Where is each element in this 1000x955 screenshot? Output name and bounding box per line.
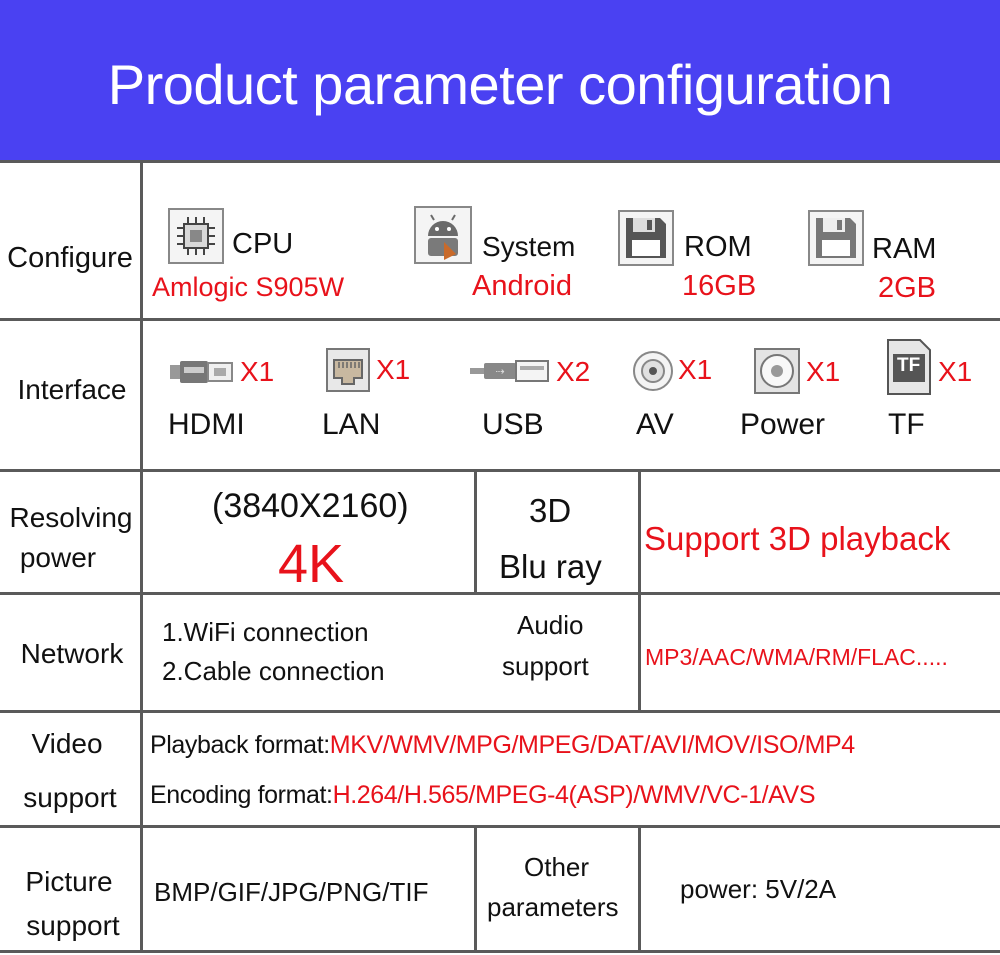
- table-border-bottom: [0, 950, 1000, 953]
- cpu-name: CPU: [232, 228, 294, 260]
- hdmi-port-icon: [170, 357, 236, 387]
- other-params-2: parameters: [487, 892, 619, 922]
- row-label-video-2: support: [23, 782, 117, 813]
- ram-name: RAM: [872, 233, 937, 265]
- playback-format-label: Playback format:: [150, 731, 330, 759]
- tf-label: TF: [888, 408, 925, 441]
- page-title: Product parameter configuration: [107, 53, 893, 116]
- row-divider: [0, 710, 1000, 713]
- usb-count: X2: [556, 356, 591, 387]
- table-border-top: [0, 160, 1000, 163]
- usb-port-icon: ⇢: [470, 358, 552, 384]
- lan-count: X1: [376, 354, 411, 385]
- usb-label: USB: [482, 408, 544, 441]
- cell-divider: [474, 469, 477, 592]
- power-port-icon: [754, 348, 800, 394]
- header-banner: Product parameter configuration: [0, 0, 1000, 160]
- lan-port-icon: [326, 348, 370, 392]
- other-params-1: Other: [524, 852, 590, 882]
- ram-value: 2GB: [878, 272, 937, 304]
- cell-divider: [638, 825, 641, 953]
- power-count: X1: [806, 356, 841, 387]
- audio-formats: MP3/AAC/WMA/RM/FLAC.....: [645, 644, 948, 670]
- power-label: Power: [740, 408, 826, 441]
- row-divider: [0, 592, 1000, 595]
- row-divider: [0, 825, 1000, 828]
- system-name: System: [482, 231, 576, 262]
- playback-format-value: MKV/WMV/MPG/MPEG/DAT/AVI/MOV/ISO/MP4: [329, 731, 855, 759]
- hdmi-count: X1: [240, 356, 275, 387]
- network-cable: 2.Cable connection: [162, 656, 385, 686]
- cell-divider: [638, 469, 641, 710]
- resolution-name: 4K: [278, 534, 345, 594]
- row-label-video-1: Video: [31, 728, 103, 759]
- row-divider: [0, 469, 1000, 472]
- power-spec: power: 5V/2A: [680, 874, 837, 904]
- row-label-resolving-1: Resolving: [9, 502, 133, 533]
- picture-formats: BMP/GIF/JPG/PNG/TIF: [154, 877, 429, 907]
- 3d-playback-text: Support 3D playback: [644, 520, 951, 557]
- resolution-value: (3840X2160): [212, 487, 409, 525]
- tf-count: X1: [938, 356, 973, 387]
- av-count: X1: [678, 354, 713, 385]
- encoding-format: Encoding format:H.264/H.565/MPEG-4(ASP)/…: [150, 781, 815, 810]
- rom-name: ROM: [684, 231, 752, 263]
- cpu-chip-icon: [168, 208, 224, 264]
- row-label-picture-2: support: [26, 910, 120, 941]
- row-label-picture-1: Picture: [25, 866, 113, 897]
- svg-text:⇢: ⇢: [495, 365, 504, 378]
- encoding-format-value: H.264/H.565/MPEG-4(ASP)/WMV/VC-1/AVS: [332, 781, 816, 809]
- playback-format: Playback format:MKV/WMV/MPG/MPEG/DAT/AVI…: [150, 731, 855, 760]
- row-label-resolving-2: power: [19, 542, 97, 573]
- system-value: Android: [472, 270, 572, 302]
- row-label-interface: Interface: [17, 374, 127, 405]
- android-icon: [414, 206, 472, 264]
- floppy-disk-icon: [808, 210, 864, 266]
- rom-value: 16GB: [682, 270, 757, 302]
- row-label-configure: Configure: [7, 242, 133, 274]
- tf-card-icon: TF: [886, 338, 932, 396]
- 3d-label: 3D: [529, 492, 572, 529]
- av-port-icon: [632, 350, 674, 392]
- av-label: AV: [636, 408, 674, 441]
- label-column-divider: [140, 160, 143, 953]
- lan-label: LAN: [322, 408, 381, 441]
- cell-divider: [474, 825, 477, 953]
- encoding-format-label: Encoding format:: [150, 781, 333, 809]
- hdmi-label: HDMI: [168, 408, 245, 441]
- floppy-disk-icon: [618, 210, 674, 266]
- audio-label-2: support: [502, 651, 589, 681]
- cpu-value: Amlogic S905W: [152, 272, 345, 302]
- row-label-network: Network: [20, 638, 124, 669]
- row-divider: [0, 318, 1000, 321]
- network-wifi: 1.WiFi connection: [162, 617, 369, 647]
- audio-label-1: Audio: [517, 610, 584, 640]
- bluray-label: Blu ray: [499, 548, 602, 585]
